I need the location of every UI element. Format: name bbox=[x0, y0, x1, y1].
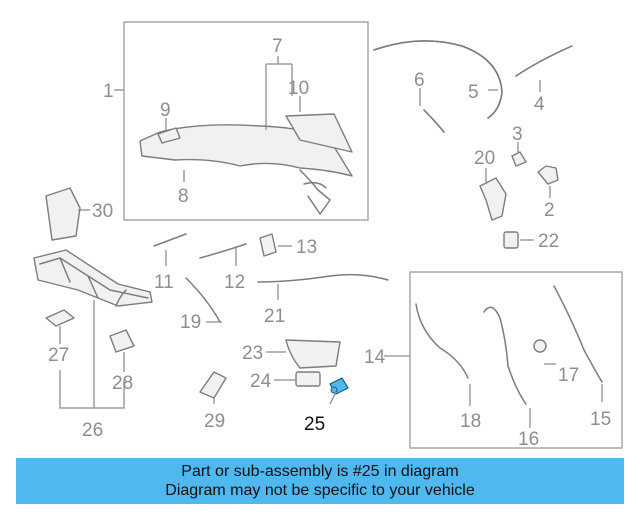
callout-9: 9 bbox=[160, 100, 171, 121]
part-23-cover[interactable] bbox=[285, 339, 341, 369]
callout-25: 25 bbox=[304, 414, 325, 435]
part-2-bracket[interactable] bbox=[537, 165, 559, 185]
callout-29: 29 bbox=[204, 411, 225, 432]
callout-23: 23 bbox=[242, 343, 263, 364]
banner-line-1: Part or sub-assembly is #25 in diagram bbox=[181, 463, 459, 480]
callout-28: 28 bbox=[112, 373, 133, 394]
part-19-rod[interactable] bbox=[185, 277, 221, 323]
callout-19: 19 bbox=[180, 312, 201, 333]
callout-1: 1 bbox=[103, 81, 114, 102]
callout-17: 17 bbox=[558, 365, 579, 386]
part-15-seal[interactable] bbox=[553, 285, 603, 383]
callout-13: 13 bbox=[296, 237, 317, 258]
callout-4: 4 bbox=[534, 94, 545, 115]
callout-24: 24 bbox=[250, 371, 272, 392]
part-22-clip[interactable] bbox=[503, 231, 519, 249]
callout-10: 10 bbox=[288, 78, 309, 99]
callout-2: 2 bbox=[544, 200, 555, 221]
callout-11: 11 bbox=[154, 272, 174, 293]
part-3-bolt[interactable] bbox=[511, 151, 527, 167]
callout-12: 12 bbox=[224, 272, 245, 293]
callout-15: 15 bbox=[590, 409, 611, 430]
callout-26: 26 bbox=[82, 420, 103, 441]
part-18-cable[interactable] bbox=[415, 303, 469, 379]
part-10-rear-window[interactable] bbox=[285, 113, 353, 153]
info-banner: Part or sub-assembly is #25 in diagram D… bbox=[16, 458, 624, 504]
part-25-highlighted[interactable] bbox=[329, 377, 349, 395]
callout-21: 21 bbox=[264, 306, 285, 327]
callout-6: 6 bbox=[414, 70, 425, 91]
part-11-rod[interactable] bbox=[153, 233, 187, 247]
banner-line-2: Diagram may not be specific to your vehi… bbox=[165, 482, 475, 499]
part-20-hinge[interactable] bbox=[479, 177, 507, 221]
callout-18: 18 bbox=[460, 411, 481, 432]
callout-27: 27 bbox=[48, 345, 69, 366]
callout-14: 14 bbox=[364, 347, 386, 368]
part-30-cover[interactable] bbox=[45, 187, 81, 241]
callout-8: 8 bbox=[178, 186, 189, 207]
callout-3: 3 bbox=[512, 124, 523, 145]
cable-group-box bbox=[409, 271, 623, 449]
part-13-plate[interactable] bbox=[259, 233, 277, 257]
callout-7: 7 bbox=[272, 36, 283, 57]
callout-20: 20 bbox=[474, 148, 495, 169]
roof-assembly-box bbox=[123, 21, 369, 221]
part-12-rod[interactable] bbox=[199, 243, 247, 259]
part-5-seal[interactable] bbox=[373, 40, 503, 119]
part-29-handle[interactable] bbox=[199, 371, 227, 399]
part-17-grommet[interactable] bbox=[533, 339, 547, 353]
part-9-bracket[interactable] bbox=[157, 127, 181, 144]
part-16-cable[interactable] bbox=[483, 306, 527, 405]
part-27-bracket[interactable] bbox=[45, 309, 75, 327]
callout-30: 30 bbox=[92, 201, 113, 222]
callout-5: 5 bbox=[468, 82, 479, 103]
part-28-bracket[interactable] bbox=[109, 329, 135, 353]
part-21-cable[interactable] bbox=[257, 273, 389, 283]
callout-16: 16 bbox=[518, 429, 539, 450]
callout-22: 22 bbox=[538, 231, 559, 252]
parts-diagram: 1 2 3 4 5 6 7 8 9 10 11 12 13 14 15 16 1… bbox=[33, 21, 623, 450]
part-26-windblocker[interactable] bbox=[33, 249, 153, 307]
part-24-clip[interactable] bbox=[295, 371, 321, 387]
